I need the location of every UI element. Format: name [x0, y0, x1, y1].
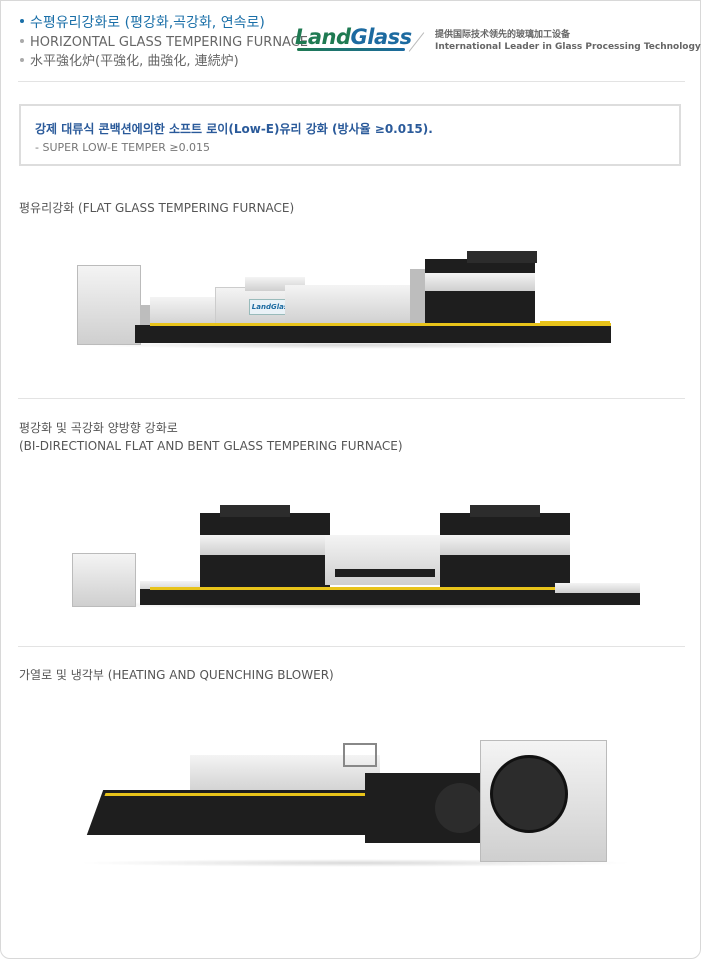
- quench-top: [467, 251, 537, 263]
- machine-logo-plate: LandGlass: [249, 299, 295, 315]
- feature-title: 강제 대류식 콘백션에의한 소프트 로이(Low-E)유리 강화 (방사율 ≥0…: [35, 122, 433, 136]
- left-quench-top: [220, 505, 290, 517]
- nav-item-label: 수평유리강화로 (평강화,곡강화, 연속로): [30, 15, 265, 31]
- machine-logo-text: LandGlass: [251, 303, 293, 311]
- image-shadow: [70, 601, 650, 609]
- nav-item-label: HORIZONTAL GLASS TEMPERING FURNACE: [30, 35, 309, 50]
- control-cabinet: [72, 553, 136, 607]
- bullet-icon: [20, 57, 24, 62]
- logo-text: LandGlass: [295, 25, 412, 49]
- conveyor-base: [135, 325, 611, 343]
- feature-subtitle: - SUPER LOW-E TEMPER ≥0.015: [35, 141, 211, 154]
- nav-item-label: 水平強化炉(平強化, 曲強化, 連続炉): [30, 54, 239, 69]
- quench-band: [425, 273, 535, 291]
- nav-item-korean[interactable]: 수평유리강화로 (평강화,곡강화, 연속로): [20, 14, 308, 33]
- brand-tagline: 提供国际技术领先的玻璃加工设备 International Leader in …: [435, 29, 701, 53]
- bullet-icon: [20, 38, 24, 43]
- section-title-bidirectional: 평강화 및 곡강화 양방향 강화로 (BI-DIRECTIONAL FLAT A…: [19, 419, 403, 455]
- nav-item-japanese[interactable]: 水平強化炉(平強化, 曲強化, 連続炉): [20, 52, 308, 71]
- left-quench-band: [200, 535, 330, 555]
- blower-fan-icon: [490, 755, 568, 833]
- logo-part-land: Land: [295, 25, 351, 49]
- section-title-flat: 평유리강화 (FLAT GLASS TEMPERING FURNACE): [19, 201, 295, 215]
- section-title-line1: 평강화 및 곡강화 양방향 강화로: [19, 421, 178, 435]
- image-shadow: [75, 859, 635, 867]
- section-divider: [18, 646, 685, 647]
- nav-item-english[interactable]: HORIZONTAL GLASS TEMPERING FURNACE: [20, 33, 308, 52]
- unload-rail: [540, 321, 610, 326]
- conveyor-rail: [150, 323, 611, 326]
- furnace-rail: [104, 793, 376, 796]
- control-cabinet: [77, 265, 141, 345]
- bidirectional-furnace-image: [70, 495, 650, 610]
- right-quench-band: [440, 535, 570, 555]
- conveyor-rail: [150, 587, 630, 590]
- quench-section: [425, 259, 535, 331]
- section-title-blower: 가열로 및 냉각부 (HEATING AND QUENCHING BLOWER): [19, 668, 334, 682]
- bullet-icon: [20, 19, 24, 23]
- heating-quenching-image: [75, 735, 635, 870]
- logo-part-glass: Glass: [350, 25, 413, 49]
- section-title-line2: (BI-DIRECTIONAL FLAT AND BENT GLASS TEMP…: [19, 439, 403, 453]
- tagline-cn: 提供国际技术领先的玻璃加工设备: [435, 30, 571, 40]
- logo-swoosh: [297, 48, 405, 51]
- heating-furnace-top: [190, 755, 380, 795]
- section-divider: [18, 398, 685, 399]
- conveyor-base: [140, 589, 640, 605]
- feature-box: 강제 대류식 콘백션에의한 소프트 로이(Low-E)유리 강화 (방사율 ≥0…: [19, 104, 681, 166]
- image-shadow: [75, 341, 620, 349]
- center-band: [335, 569, 435, 577]
- unload-table: [555, 583, 640, 593]
- right-quench-top: [470, 505, 540, 517]
- header-divider: [18, 81, 685, 82]
- heating-furnace-body: [86, 790, 384, 835]
- flat-furnace-image: LandGlass: [75, 245, 620, 350]
- connector: [140, 305, 150, 343]
- center-furnace: [325, 535, 445, 585]
- duct-round: [435, 783, 485, 833]
- tagline-en: International Leader in Glass Processing…: [435, 42, 701, 52]
- furnace-body: [285, 285, 420, 325]
- product-nav: 수평유리강화로 (평강화,곡강화, 연속로) HORIZONTAL GLASS …: [20, 14, 308, 71]
- landglass-logo[interactable]: LandGlass: [295, 25, 412, 51]
- loading-table: [140, 581, 208, 591]
- handrail: [343, 743, 377, 767]
